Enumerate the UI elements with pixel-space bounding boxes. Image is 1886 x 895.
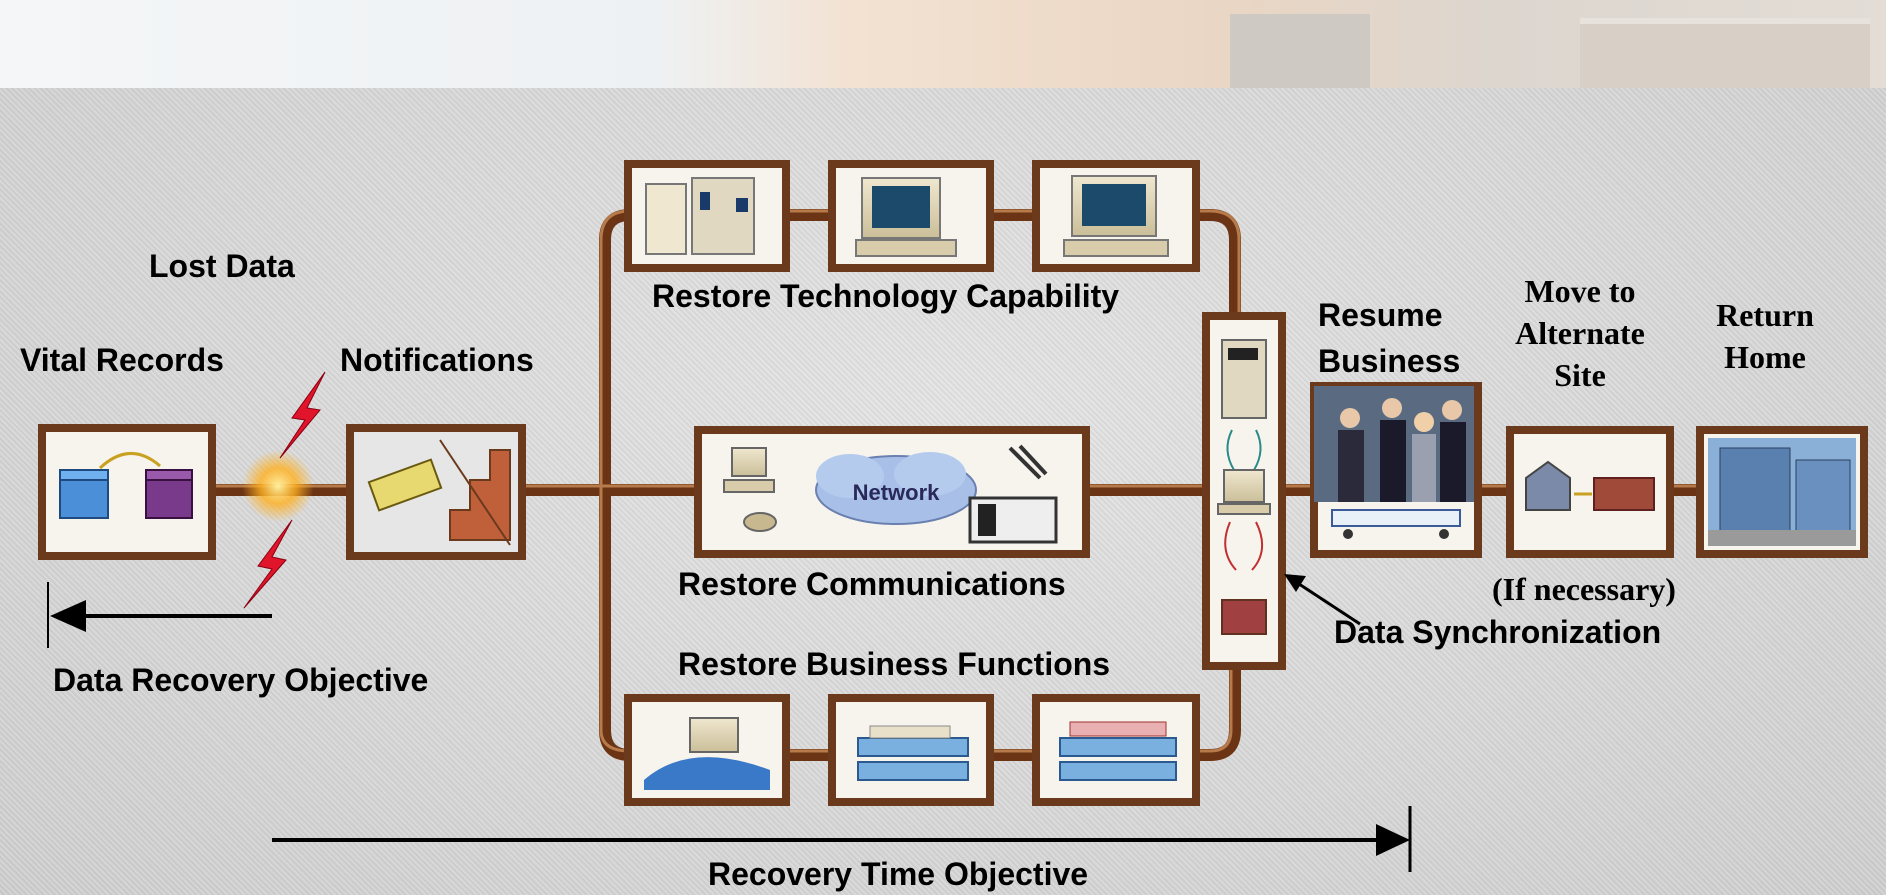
recovery-time-objective-label: Recovery Time Objective bbox=[708, 856, 1089, 892]
restore-business-functions-label: Restore Business Functions bbox=[678, 646, 1111, 682]
recovery-time-arrow bbox=[272, 806, 1412, 872]
lost-data-label: Lost Data bbox=[149, 248, 295, 284]
header-building-shape bbox=[1230, 14, 1370, 88]
restore-communications-box: Network bbox=[694, 426, 1090, 558]
network-label: Network bbox=[853, 480, 941, 505]
data-synchronization-label: Data Synchronization bbox=[1334, 614, 1662, 650]
notifications-label: Notifications bbox=[340, 342, 534, 378]
vital-records-label: Vital Records bbox=[20, 342, 224, 378]
move-to-alternate-site-label: Move to Alternate Site bbox=[1515, 273, 1645, 393]
resume-business-label: Resume Business bbox=[1318, 297, 1461, 379]
data-recovery-arrow bbox=[47, 582, 272, 648]
restore-business-functions-row bbox=[624, 694, 1200, 806]
if-necessary-label: (If necessary) bbox=[1492, 571, 1676, 607]
vital-records-box bbox=[38, 424, 216, 560]
data-synchronization-pointer bbox=[1284, 574, 1361, 626]
header-building-shape bbox=[1580, 18, 1870, 94]
restore-technology-row bbox=[624, 160, 1200, 272]
header-photo-band bbox=[0, 0, 1886, 94]
network-cloud-icon: Network bbox=[815, 452, 977, 525]
alternate-site-box bbox=[1506, 426, 1674, 558]
restore-technology-label: Restore Technology Capability bbox=[652, 278, 1120, 314]
lightning-bolt-icon bbox=[279, 371, 326, 459]
return-home-label: Return Home bbox=[1716, 297, 1814, 375]
restore-communications-label: Restore Communications bbox=[678, 566, 1066, 602]
data-recovery-objective-label: Data Recovery Objective bbox=[53, 662, 429, 698]
notifications-box bbox=[346, 424, 526, 560]
resume-business-box bbox=[1310, 382, 1482, 558]
lightning-bolt-icon bbox=[243, 519, 293, 609]
lost-data-flash-icon bbox=[242, 450, 314, 522]
return-home-box bbox=[1696, 426, 1868, 558]
data-synchronization-box bbox=[1202, 312, 1286, 670]
